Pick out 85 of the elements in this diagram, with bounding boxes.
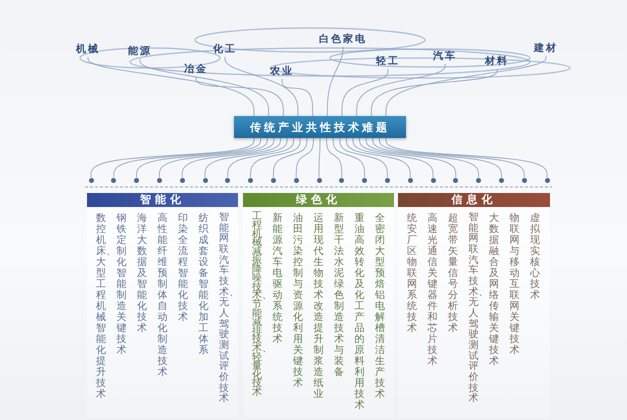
connector-line [136, 138, 268, 178]
technology-item: 全密闭大型预焙铝电解槽清洁生产技术 [375, 213, 385, 400]
category-panel [87, 193, 238, 418]
dot-marker [134, 178, 140, 182]
connector-line [318, 138, 320, 178]
connector-line [356, 64, 446, 116]
connector-line [372, 138, 502, 178]
connector-line [359, 138, 456, 178]
technology-item: 虚拟现实核心技术 [530, 213, 540, 301]
connector-line [326, 46, 344, 116]
dot-marker [225, 178, 230, 182]
dot-marker [408, 178, 413, 182]
connector-line [88, 56, 254, 116]
connector-line [366, 138, 479, 178]
dot-marker [544, 178, 550, 182]
dot-marker [498, 178, 504, 182]
category-header: 智能化 [87, 193, 238, 207]
connector-line [158, 138, 274, 178]
industry-label: 轻工 [376, 56, 400, 68]
industry-label: 建材 [534, 43, 558, 55]
connector-line [332, 138, 365, 178]
connector-line [182, 138, 281, 178]
connector-line [90, 138, 254, 178]
industry-label: 汽车 [433, 51, 457, 63]
dot-marker [202, 178, 208, 182]
technology-item: 纺织成套设备智能化加工体系 [198, 213, 208, 356]
dot-marker [88, 178, 94, 182]
industry-label: 能源 [128, 46, 152, 58]
technology-item: 高速光通信关键器件和芯片技术 [428, 213, 438, 367]
dot-marker [248, 178, 254, 182]
dot-marker [294, 178, 299, 182]
connector-line [339, 138, 388, 178]
connector-line [113, 138, 261, 178]
connector-line [140, 58, 270, 116]
technology-item: 大数据融合及网络传输关键技术 [489, 213, 499, 367]
technology-item: 印染全流程智能化技术 [178, 213, 188, 323]
connector-line [227, 138, 294, 178]
technology-item: 重油高效转化及化工产品的原料利用技术 [354, 213, 364, 411]
category-panel [398, 193, 550, 418]
connector-line [386, 138, 548, 178]
connector-line [326, 138, 342, 178]
connector-line [296, 138, 314, 178]
technology-item: 油田污染控制与资源化利用关键技术 [293, 213, 303, 389]
industry-label: 冶金 [184, 64, 208, 76]
connector-line [379, 138, 525, 178]
dot-marker [453, 178, 458, 182]
industry-label: 白色家电 [319, 34, 367, 46]
industry-label: 材料 [485, 56, 509, 68]
dot-marker [180, 178, 185, 182]
technology-item: 高性能纤维预制体自动化制造技术 [158, 213, 168, 378]
connector-line [204, 138, 288, 178]
category-header: 信息化 [398, 193, 550, 207]
technology-item: 统安厂区物联网系统技术 [407, 213, 417, 334]
technology-item: 超宽带矢量信号分析技术 [448, 213, 458, 334]
connector-line [346, 138, 411, 178]
dot-marker [476, 178, 482, 182]
industry-label: 机械 [76, 44, 100, 56]
connector-line [250, 138, 301, 178]
connector-line [282, 78, 314, 116]
technology-item: 物联网与移动互联网关键技术 [510, 213, 520, 356]
dot-marker [522, 178, 527, 182]
dot-marker [111, 178, 116, 182]
technology-item: 新型干法水泥绿色制造技术与装备 [334, 213, 344, 378]
dot-marker [270, 178, 276, 182]
industry-label: 农业 [270, 66, 294, 78]
industry-label: 化工 [213, 44, 237, 56]
dot-marker [339, 178, 344, 182]
title-box: 传统产业共性技术难题 [234, 116, 406, 138]
connector-line [370, 68, 498, 116]
connector-line [352, 138, 434, 178]
connector-line [196, 76, 284, 116]
dot-marker [362, 178, 368, 182]
dot-marker [430, 178, 436, 182]
connector-line [273, 138, 308, 178]
dot-marker [384, 178, 390, 182]
technology-item: 钢铁定制化智能制造关键技术 [116, 213, 126, 356]
category-header: 绿色化 [243, 193, 394, 207]
dot-marker [316, 178, 322, 182]
technology-item: 新能源汽车电驱动系统技术 [272, 213, 282, 345]
dot-marker [156, 178, 162, 182]
category-panel [243, 193, 394, 418]
technology-item: 运用现代生物技术改造提升制浆造纸业 [314, 213, 324, 400]
connector-line [342, 68, 388, 116]
technology-item: 海洋大数据及智能化技术 [137, 213, 147, 334]
connector-line [386, 56, 546, 116]
